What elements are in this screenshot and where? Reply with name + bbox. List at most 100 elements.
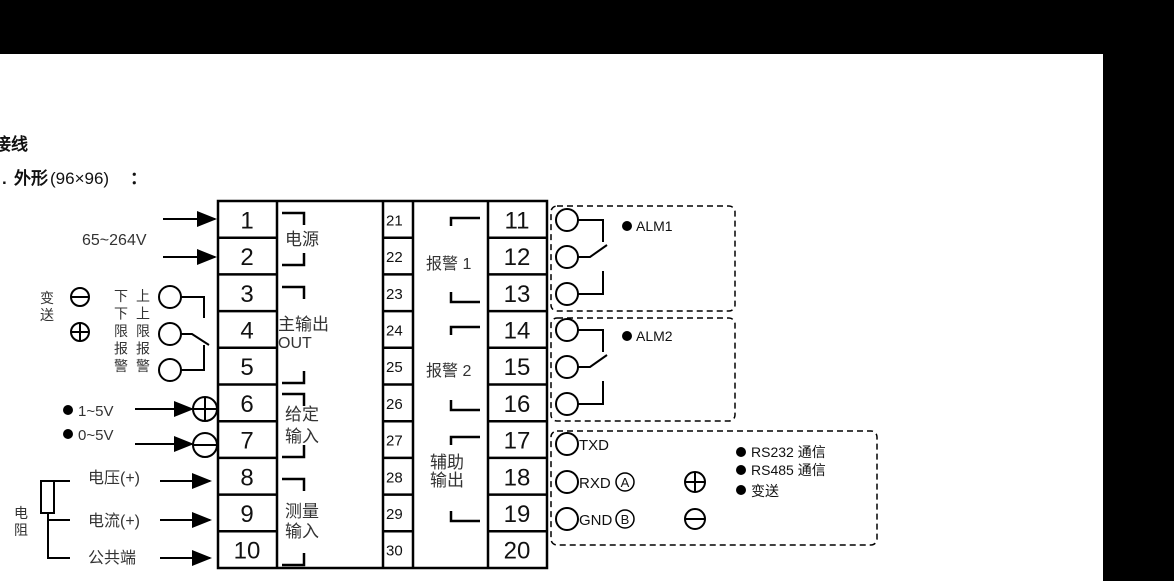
bullet-icon [63,405,73,415]
terminal-25: 25 [386,359,403,376]
upper-alarm-char: 限 [136,323,150,339]
upper-alarm-char: 上 [136,288,150,304]
measure-label2: 输入 [285,522,319,541]
heading-size: (96×96) [50,169,109,188]
comm-box [550,430,878,546]
lower-alarm-char: 下 [114,306,128,322]
aux-bracket [449,435,480,523]
terminal-13: 13 [504,281,531,308]
terminal-1: 1 [240,207,253,234]
terminal-23: 23 [386,286,403,303]
terminal-14: 14 [504,317,531,344]
alm1-box [550,205,736,312]
comm-gnd: GND [579,512,613,529]
setpoint-opt1: 1~5V [78,403,113,420]
circle-b-icon [615,509,635,529]
terminal-28: 28 [386,469,403,486]
plus-terminal-icon [684,471,706,493]
lower-alarm-char: 警 [114,358,128,374]
terminal-7: 7 [240,428,253,455]
bullet-icon [736,485,746,495]
alarm2-label: 报警 2 [426,362,471,380]
transmit-char-1: 变 [40,290,54,306]
terminal-18: 18 [504,464,531,491]
measure-bracket [282,477,306,567]
alm1-relay-icon [555,208,608,306]
terminal-9: 9 [240,501,253,528]
power-bracket [282,211,306,267]
terminal-circle-icon [555,470,579,494]
comm-opt3: 变送 [751,483,779,499]
terminal-21: 21 [386,212,403,229]
terminal-30: 30 [386,543,403,560]
bullet-icon [736,447,746,457]
alm1-tag: ALM1 [636,218,673,234]
setpoint-opt2: 0~5V [78,427,113,444]
minus-terminal-icon [192,432,218,458]
comm-a: A [621,475,630,490]
lower-alarm-char: 报 [114,341,128,357]
setpoint-bracket [282,392,306,459]
terminal-8: 8 [240,464,253,491]
main-output-en: OUT [278,335,312,352]
terminal-11: 11 [505,207,530,234]
comm-txd: TXD [579,437,609,454]
circle-a-icon [615,472,635,492]
alm2-tag: ALM2 [636,328,673,344]
terminal-26: 26 [386,396,403,413]
resistor-icon [40,480,70,559]
bullet-icon [63,429,73,439]
alm2-box [550,317,736,422]
measure-voltage: 电压(+) [88,469,140,487]
alarm1-bracket [449,216,480,304]
alarm-relay-contacts [158,285,210,382]
heading-line1: 接线 [0,134,28,154]
lower-alarm-char: 限 [114,323,128,339]
comm-opt2: RS485 通信 [751,462,826,478]
resistor-char-2: 阻 [14,522,28,538]
terminal-15: 15 [504,354,531,381]
power-voltage: 65~264V [82,232,147,249]
power-label: 电源 [285,230,319,249]
minus-terminal-icon [684,508,706,530]
terminal-10: 10 [234,538,261,565]
terminal-circle-icon [555,432,579,456]
terminal-6: 6 [240,391,253,418]
lower-alarm-char: 下 [114,288,128,304]
bullet-icon [736,465,746,475]
heading-bullet: . [2,169,7,188]
measure-common: 公共端 [88,549,136,567]
measure-current: 电流(+) [88,512,140,530]
comm-rxd: RXD [579,475,611,492]
terminal-16: 16 [504,391,531,418]
comm-opt1: RS232 通信 [751,444,826,460]
aux-label1: 辅助 [430,453,464,472]
terminal-22: 22 [386,249,403,266]
measure-label1: 测量 [285,502,319,521]
plus-terminal-icon [70,322,90,342]
terminal-4: 4 [240,317,253,344]
upper-alarm-char: 上 [136,306,150,322]
terminal-2: 2 [240,244,253,271]
setpoint-label1: 给定 [285,405,319,424]
upper-alarm-char: 警 [136,358,150,374]
resistor-char-1: 电 [14,505,28,521]
plus-terminal-icon [192,396,218,422]
alm2-relay-icon [555,318,608,416]
terminal-17: 17 [504,428,531,455]
terminal-5: 5 [240,354,253,381]
terminal-3: 3 [240,281,253,308]
heading-colon: ： [130,169,147,188]
transmit-char-2: 送 [40,307,54,323]
terminal-27: 27 [386,433,403,450]
upper-alarm-char: 报 [136,341,150,357]
heading-shape: 外形 [14,168,48,188]
terminal-19: 19 [504,501,531,528]
setpoint-label2: 输入 [285,427,319,446]
alarm2-bracket [449,325,480,412]
